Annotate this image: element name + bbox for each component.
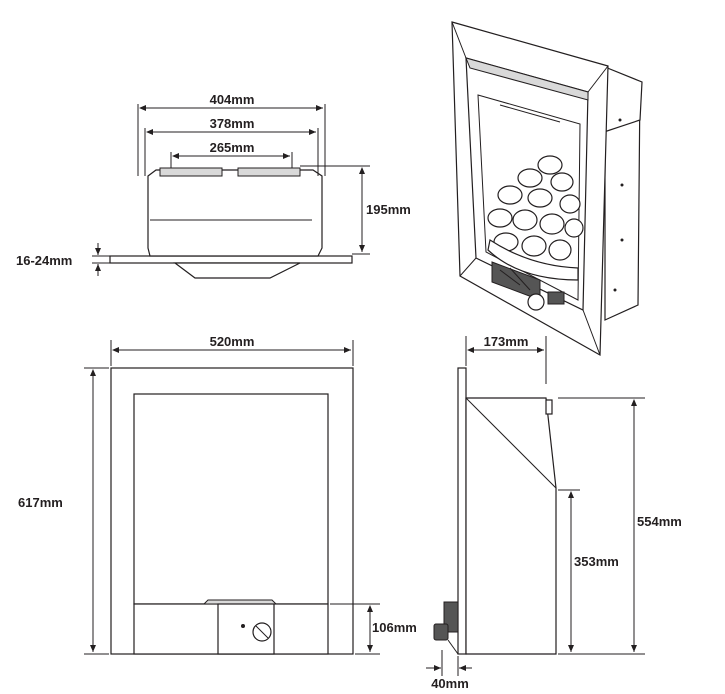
dim-378: 378mm <box>210 116 255 131</box>
front-view: 520mm 617mm 106mm <box>18 334 417 655</box>
top-frame-plate <box>109 255 353 264</box>
dim-40: 40mm <box>431 676 469 691</box>
dim-404: 404mm <box>210 92 255 107</box>
iso-firebox <box>477 94 581 301</box>
top-vent-right <box>237 167 301 177</box>
dim-520: 520mm <box>210 334 255 349</box>
perspective-view <box>451 21 643 357</box>
dim-173: 173mm <box>484 334 529 349</box>
side-front-plate <box>457 367 467 655</box>
top-box-body <box>147 169 323 257</box>
side-hook <box>545 399 553 415</box>
iso-coal-bed <box>487 155 584 281</box>
top-view: 404mm 378mm 265mm 195mm 16-24mm <box>16 92 411 279</box>
dim-617: 617mm <box>18 495 63 510</box>
top-vent-left <box>159 167 223 177</box>
side-control-knob <box>433 623 449 641</box>
front-inner-opening <box>133 393 329 605</box>
dim-554: 554mm <box>637 514 682 529</box>
side-body <box>465 397 557 655</box>
iso-control-unit <box>491 261 565 311</box>
dim-353: 353mm <box>574 554 619 569</box>
dim-106: 106mm <box>372 620 417 635</box>
top-underside-bowl <box>173 262 301 279</box>
dim-16-24: 16-24mm <box>16 253 72 268</box>
iso-canopy <box>465 57 589 101</box>
side-view: 173mm 554mm 353mm 40mm <box>426 334 682 691</box>
dim-265: 265mm <box>210 140 255 155</box>
dim-195: 195mm <box>366 202 411 217</box>
